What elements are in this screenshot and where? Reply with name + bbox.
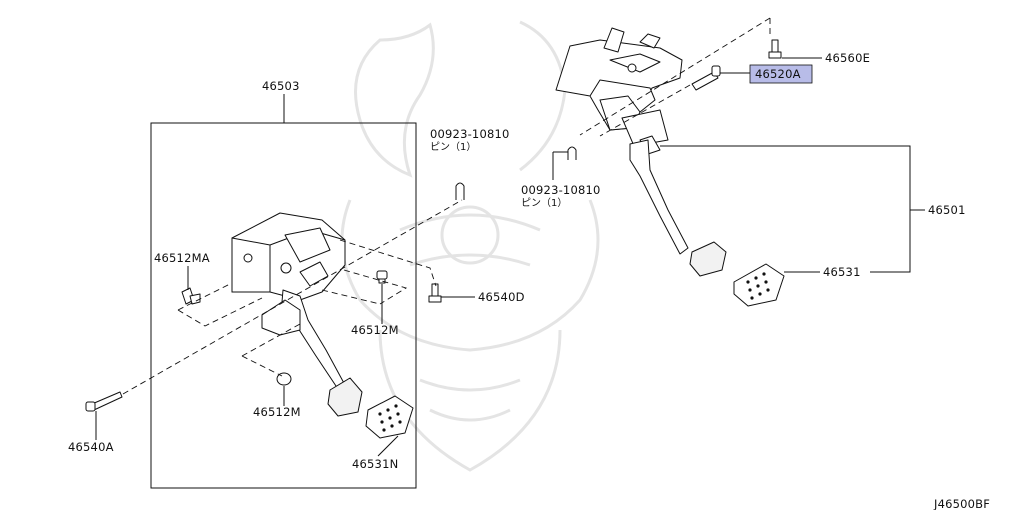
label-pin-mid-sub: ピン（1） (521, 197, 567, 209)
pin-clip-top[interactable] (455, 182, 465, 200)
label-46501[interactable]: 46501 (928, 203, 966, 217)
pedal-pad-left[interactable] (365, 395, 414, 439)
highlight-46520a (749, 64, 813, 84)
label-46540a[interactable]: 46540A (68, 440, 114, 454)
pedal-arm-left[interactable] (261, 289, 363, 417)
pedal-bracket-left[interactable] (231, 212, 346, 301)
label-46531n[interactable]: 46531N (352, 457, 398, 471)
label-pin-mid[interactable]: 00923-10810 (521, 183, 601, 197)
bolt-46540d-part[interactable] (428, 283, 442, 303)
label-46512m-bottom[interactable]: 46512M (253, 405, 301, 419)
label-pin-top-sub: ピン（1） (430, 141, 476, 153)
samurai-emblem-watermark (340, 20, 600, 472)
label-46540d[interactable]: 46540D (478, 290, 525, 304)
pedal-pad-right[interactable] (733, 263, 785, 307)
label-46520a[interactable]: 46520A (755, 67, 801, 81)
stopper-46512m-right-part[interactable] (376, 270, 388, 284)
label-46560e[interactable]: 46560E (825, 51, 870, 65)
label-46512m-right[interactable]: 46512M (351, 323, 399, 337)
stopper-46512ma-part[interactable] (181, 287, 201, 305)
label-46512ma[interactable]: 46512MA (154, 251, 210, 265)
pedal-bracket-right[interactable] (555, 27, 683, 155)
pin-clip-mid[interactable] (567, 146, 577, 160)
diagram-code: J46500BF (933, 497, 990, 510)
label-46531[interactable]: 46531 (823, 265, 861, 279)
label-pin-top[interactable]: 00923-10810 (430, 127, 510, 141)
bolt-46560e-part[interactable] (768, 39, 782, 59)
bolt-46520a-part[interactable] (691, 65, 721, 91)
label-46503[interactable]: 46503 (262, 79, 300, 93)
stopper-46512m-bottom-part[interactable] (276, 372, 292, 386)
bolt-46540a-part[interactable] (85, 391, 123, 412)
pedal-arm-right[interactable] (629, 139, 727, 277)
